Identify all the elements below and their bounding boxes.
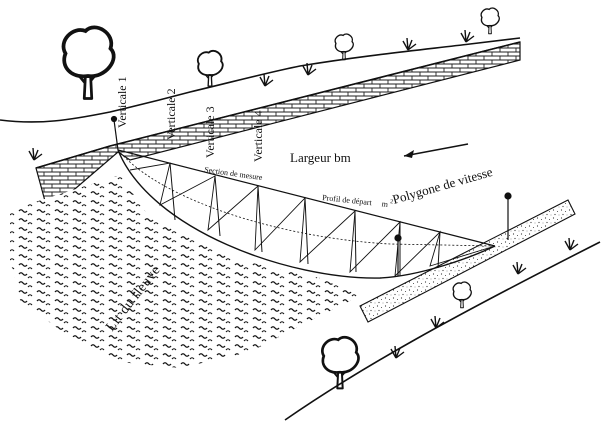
cross-section (117, 149, 496, 279)
upper-bank (0, 37, 521, 123)
vertical-4-label: Verticale 4 (251, 110, 265, 162)
grass-tuft-icon (259, 73, 274, 87)
width-label: Largeur bm (290, 150, 351, 165)
tree-icon (452, 281, 472, 309)
grass-tuft-icon (430, 315, 445, 329)
start-profile-text: Profil de départ (322, 193, 373, 207)
tree-icon (61, 25, 116, 101)
grass-tuft-icon (402, 37, 417, 51)
start-profile-unit-sup: 2 (390, 199, 394, 205)
start-profile-unit: m (381, 199, 389, 209)
sand-strip (359, 199, 576, 323)
grass-tuft-icon (28, 147, 43, 161)
grass-tuft-icon (564, 237, 579, 251)
vertical-1-label: Verticale 1 (115, 76, 129, 128)
vertical-3-label: Verticale 3 (203, 106, 217, 158)
vertical-2-label: Verticale 2 (164, 88, 178, 140)
tree-icon (480, 7, 500, 35)
flow-arrow-icon (403, 143, 469, 158)
tree-icon (334, 33, 354, 61)
grass-tuft-icon (460, 29, 475, 43)
velocity-polygon-label: Polygone de vitesse (391, 164, 495, 207)
tree-icon (196, 49, 224, 88)
grass-tuft-icon (512, 261, 527, 275)
start-profile-label: Profil de départ m 2 (322, 192, 394, 209)
vertical-markers (110, 115, 512, 276)
riverbed-water (10, 175, 360, 368)
tree-icon (321, 335, 360, 390)
